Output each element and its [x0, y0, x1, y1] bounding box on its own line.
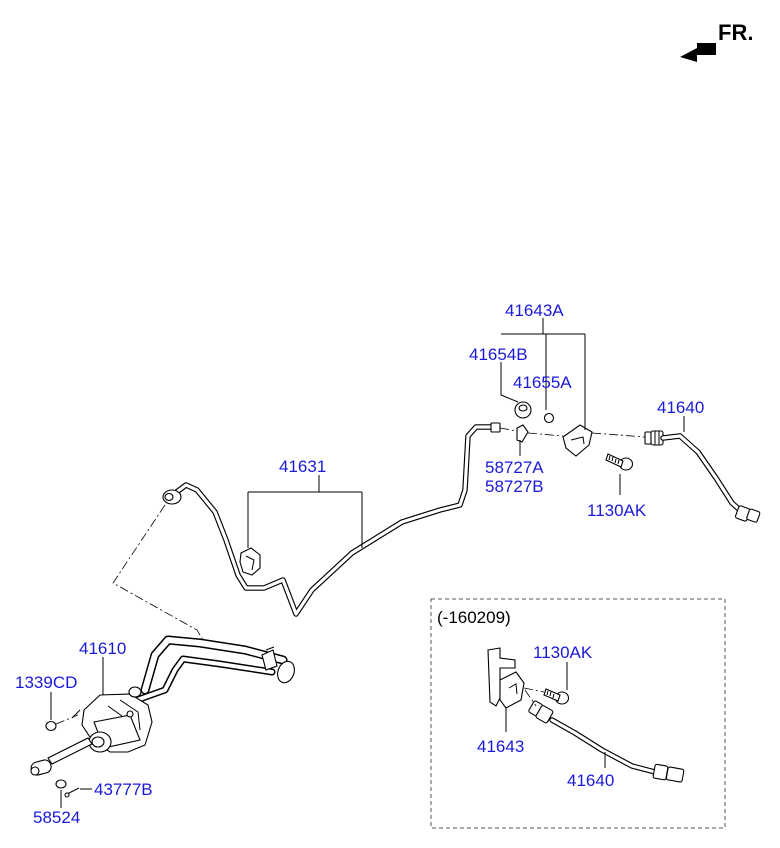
- callout-58524: 58524: [33, 808, 80, 827]
- callout-labels: 41643A 41654B 41655A 58727A 58727B 1130A…: [15, 301, 704, 827]
- variant-hose[interactable]: [528, 700, 685, 783]
- callout-1130AK: 1130AK: [587, 501, 647, 520]
- callout-41654B: 41654B: [469, 345, 528, 364]
- mounting-nut[interactable]: [45, 720, 57, 732]
- tube-clip[interactable]: [239, 547, 261, 576]
- callout-41640: 41640: [657, 398, 704, 417]
- master-cylinder[interactable]: [30, 635, 297, 776]
- callout-41610: 41610: [79, 639, 126, 658]
- callout-43777B: 43777B: [94, 780, 153, 799]
- callout-variant-41640: 41640: [567, 771, 614, 790]
- retaining-clip[interactable]: [55, 779, 67, 789]
- callout-41655A: 41655A: [513, 373, 572, 392]
- split-pin[interactable]: [64, 787, 80, 798]
- variant-bolt[interactable]: [543, 688, 570, 705]
- hose-bracket-clip[interactable]: [514, 401, 532, 419]
- variant-bracket[interactable]: [487, 647, 525, 709]
- front-direction-indicator: FR.: [680, 20, 753, 62]
- callout-41643A: 41643A: [505, 301, 564, 320]
- callout-58727B: 58727B: [485, 477, 544, 496]
- callout-variant-1130AK: 1130AK: [533, 643, 593, 662]
- clutch-hose[interactable]: [644, 430, 761, 523]
- front-arrow-icon: [680, 43, 716, 62]
- hose-bracket[interactable]: [562, 424, 593, 457]
- clutch-tube[interactable]: [162, 422, 501, 617]
- callout-58727A: 58727A: [485, 458, 544, 477]
- callout-variant-41643: 41643: [477, 737, 524, 756]
- front-label: FR.: [718, 20, 753, 45]
- variant-box: (-160209): [430, 598, 726, 829]
- callout-1339CD: 1339CD: [15, 673, 77, 692]
- variant-label: (-160209): [437, 608, 511, 627]
- callout-41631: 41631: [279, 457, 326, 476]
- hose-clip[interactable]: [516, 424, 529, 443]
- leader-lines: [50, 318, 685, 808]
- bracket-bolt[interactable]: [605, 453, 634, 471]
- hose-bracket-nut[interactable]: [543, 412, 555, 424]
